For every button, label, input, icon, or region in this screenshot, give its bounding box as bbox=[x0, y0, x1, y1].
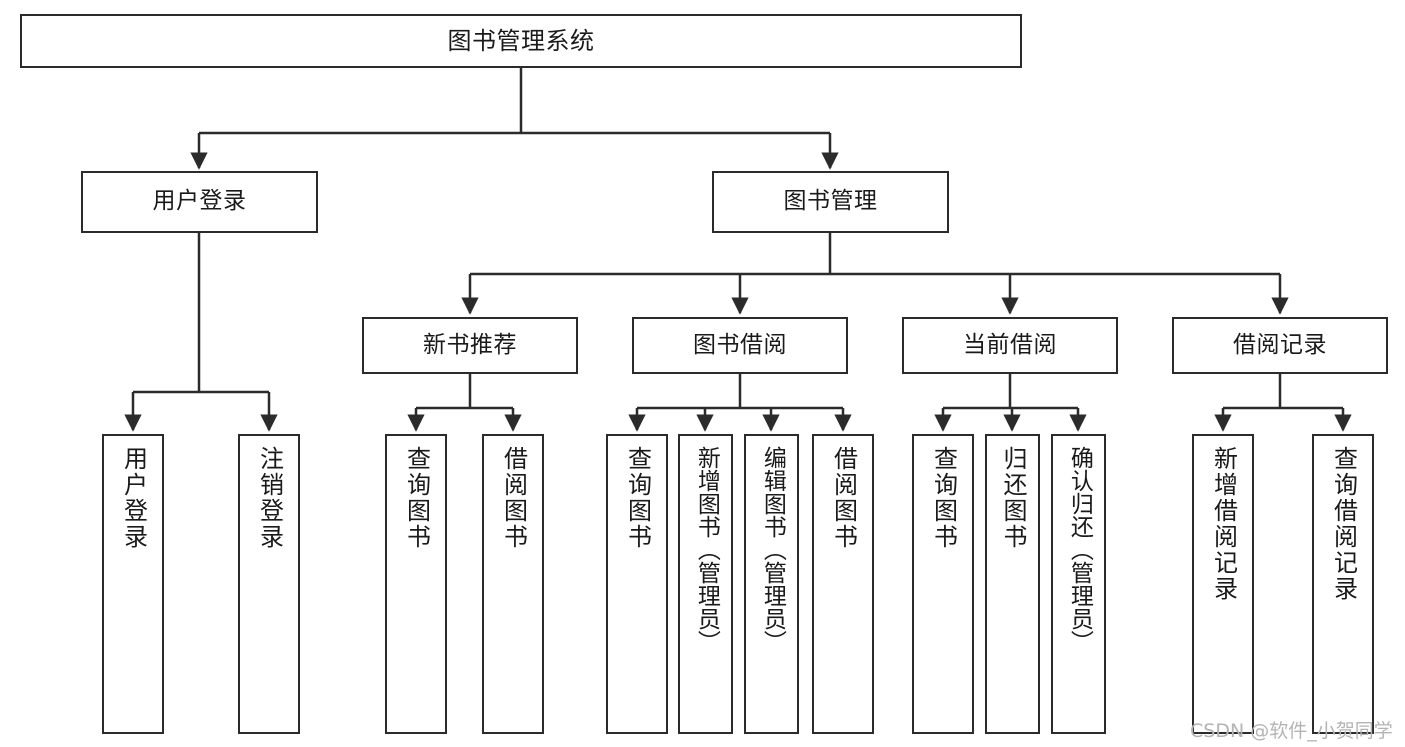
node-leaf-query-book-1[interactable]: 查询图书 bbox=[385, 434, 447, 734]
node-leaf-return-book-label: 归还图书 bbox=[998, 446, 1027, 550]
node-leaf-borrow-book-1-label: 借阅图书 bbox=[499, 446, 528, 550]
node-leaf-query-book-3[interactable]: 查询图书 bbox=[912, 434, 974, 734]
node-leaf-query-book-3-label: 查询图书 bbox=[929, 446, 958, 550]
node-user-login-label: 用户登录 bbox=[152, 188, 247, 215]
node-current-borrow-label: 当前借阅 bbox=[963, 331, 1057, 358]
node-leaf-query-book-2[interactable]: 查询图书 bbox=[606, 434, 668, 734]
node-leaf-user-login-label: 用户登录 bbox=[119, 446, 148, 550]
node-leaf-logout-label: 注销登录 bbox=[255, 446, 284, 550]
node-leaf-confirm-return-admin[interactable]: 确认归还（管理员） bbox=[1051, 434, 1106, 734]
node-user-login[interactable]: 用户登录 bbox=[81, 171, 318, 233]
node-root-label: 图书管理系统 bbox=[447, 26, 595, 55]
node-new-book-recommend-label: 新书推荐 bbox=[423, 331, 517, 358]
node-leaf-add-book-admin-label: 新增图书（管理员） bbox=[693, 446, 720, 653]
node-leaf-query-book-2-label: 查询图书 bbox=[623, 446, 652, 550]
node-leaf-borrow-book-2-label: 借阅图书 bbox=[829, 446, 858, 550]
node-book-borrow-label: 图书借阅 bbox=[693, 331, 787, 358]
node-leaf-query-borrow-record-label: 查询借阅记录 bbox=[1329, 446, 1358, 602]
node-leaf-query-book-1-label: 查询图书 bbox=[402, 446, 431, 550]
node-leaf-add-borrow-record[interactable]: 新增借阅记录 bbox=[1192, 434, 1254, 734]
node-leaf-query-borrow-record[interactable]: 查询借阅记录 bbox=[1312, 434, 1374, 734]
node-root-system[interactable]: 图书管理系统 bbox=[20, 14, 1022, 68]
node-leaf-return-book[interactable]: 归还图书 bbox=[985, 434, 1040, 734]
node-new-book-recommend[interactable]: 新书推荐 bbox=[362, 317, 578, 374]
node-borrow-record-label: 借阅记录 bbox=[1233, 331, 1327, 358]
node-leaf-add-borrow-record-label: 新增借阅记录 bbox=[1209, 446, 1238, 602]
node-leaf-user-login[interactable]: 用户登录 bbox=[102, 434, 164, 734]
node-leaf-borrow-book-1[interactable]: 借阅图书 bbox=[482, 434, 544, 734]
csdn-watermark: CSDN @软件_小贺同学 bbox=[1190, 720, 1393, 742]
node-leaf-edit-book-admin[interactable]: 编辑图书（管理员） bbox=[744, 434, 799, 734]
node-book-borrow[interactable]: 图书借阅 bbox=[632, 317, 848, 374]
node-book-management[interactable]: 图书管理 bbox=[712, 171, 949, 233]
node-current-borrow[interactable]: 当前借阅 bbox=[902, 317, 1118, 374]
node-borrow-record[interactable]: 借阅记录 bbox=[1172, 317, 1388, 374]
node-leaf-add-book-admin[interactable]: 新增图书（管理员） bbox=[678, 434, 733, 734]
node-book-management-label: 图书管理 bbox=[783, 188, 878, 215]
node-leaf-edit-book-admin-label: 编辑图书（管理员） bbox=[759, 446, 786, 653]
node-leaf-borrow-book-2[interactable]: 借阅图书 bbox=[812, 434, 874, 734]
node-leaf-confirm-return-admin-label: 确认归还（管理员） bbox=[1066, 446, 1093, 653]
node-leaf-logout[interactable]: 注销登录 bbox=[238, 434, 300, 734]
